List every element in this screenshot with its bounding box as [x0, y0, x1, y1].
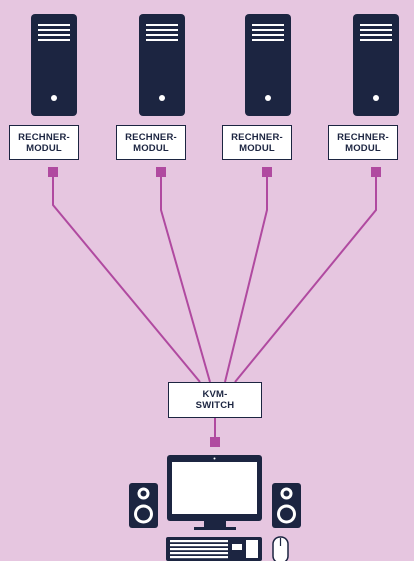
- keyboard-icon: [166, 537, 262, 561]
- monitor-icon: [167, 455, 262, 530]
- mouse-icon: [272, 536, 289, 561]
- computer-module-label-3: RECHNER- MODUL: [222, 125, 292, 160]
- connector-line-1: [52, 172, 201, 383]
- connector-line-4: [234, 172, 377, 383]
- connector-line-3: [224, 172, 268, 383]
- connector-lines: [52, 172, 377, 446]
- computer-module-label-4: RECHNER- MODUL: [328, 125, 398, 160]
- port-switch: [210, 437, 220, 447]
- port-module-1: [48, 167, 58, 177]
- computer-tower-icon: [245, 14, 291, 116]
- computer-module-label-2: RECHNER- MODUL: [116, 125, 186, 160]
- speaker-icon: [272, 483, 301, 528]
- computer-module-label-1: RECHNER- MODUL: [9, 125, 79, 160]
- port-module-3: [262, 167, 272, 177]
- computer-tower-icon: [353, 14, 399, 116]
- kvm-switch-label: KVM- SWITCH: [168, 382, 262, 418]
- port-module-2: [156, 167, 166, 177]
- computer-tower-icon: [139, 14, 185, 116]
- connector-ports: [48, 167, 381, 447]
- port-module-4: [371, 167, 381, 177]
- connector-line-2: [160, 172, 211, 383]
- speaker-icon: [129, 483, 158, 528]
- computer-tower-icon: [31, 14, 77, 116]
